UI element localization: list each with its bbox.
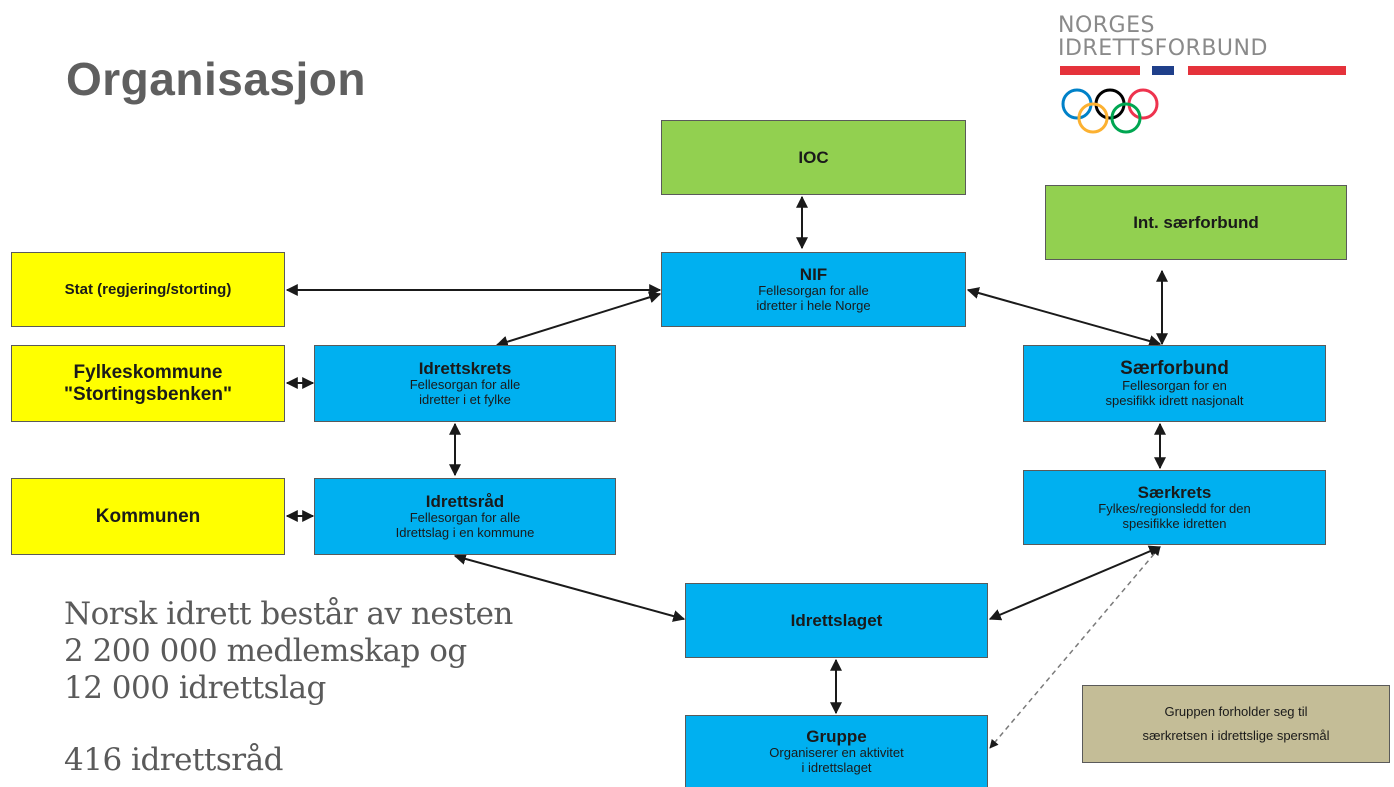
node-saerforbund-title: Særforbund bbox=[1120, 357, 1229, 379]
node-gruppe: Gruppe Organiserer en aktivitet i idrett… bbox=[685, 715, 988, 787]
node-nif-sub1: Fellesorgan for alle bbox=[758, 283, 869, 299]
node-stat-title: Stat (regjering/storting) bbox=[64, 280, 232, 298]
node-fylkeskommune-sub: "Stortingsbenken" bbox=[64, 383, 232, 405]
note-line-2: særkretsen i idrettslige spersmål bbox=[1142, 728, 1330, 743]
node-saerforbund-sub1: Fellesorgan for en bbox=[1122, 378, 1227, 394]
logo-line-2: IDRETTSFORBUND bbox=[1058, 36, 1268, 61]
stats-line-1: Norsk idrett består av nesten bbox=[64, 596, 513, 632]
stats-text: Norsk idrett består av nesten 2 200 000 … bbox=[64, 596, 513, 779]
node-fylkeskommune: Fylkeskommune "Stortingsbenken" bbox=[11, 345, 285, 422]
stats-line-4: 416 idrettsråd bbox=[64, 741, 283, 778]
link-idrettsraad-idrettslaget bbox=[453, 553, 686, 622]
node-idrettskrets-title: Idrettskrets bbox=[418, 358, 512, 378]
link-saerkrets-idrettslaget bbox=[988, 545, 1162, 621]
node-kommunen-title: Kommunen bbox=[95, 505, 201, 527]
node-saerkrets-sub2: spesifikke idretten bbox=[1122, 516, 1227, 532]
note-box: Gruppen forholder seg til særkretsen i i… bbox=[1082, 685, 1390, 763]
logo-line-1: NORGES bbox=[1058, 13, 1155, 38]
node-saerkrets-title: Særkrets bbox=[1137, 482, 1212, 502]
stats-line-3: 12 000 idrettslag bbox=[64, 670, 326, 707]
node-nif-title: NIF bbox=[799, 264, 828, 284]
node-kommunen: Kommunen bbox=[11, 478, 285, 555]
link-nif-saerforbund bbox=[966, 287, 1162, 347]
olympic-rings-icon bbox=[1061, 88, 1159, 134]
node-idrettslaget: Idrettslaget bbox=[685, 583, 988, 658]
node-saerforbund: Særforbund Fellesorgan for en spesifikk … bbox=[1023, 345, 1326, 422]
node-stat: Stat (regjering/storting) bbox=[11, 252, 285, 327]
node-int-saerforbund: Int. særforbund bbox=[1045, 185, 1347, 260]
node-saerkrets: Særkrets Fylkes/regionsledd for den spes… bbox=[1023, 470, 1326, 545]
node-ioc: IOC bbox=[661, 120, 966, 195]
node-gruppe-title: Gruppe bbox=[806, 726, 867, 746]
node-idrettsraad: Idrettsråd Fellesorgan for alle Idrettsl… bbox=[314, 478, 616, 555]
node-saerforbund-sub2: spesifikk idrett nasjonalt bbox=[1105, 393, 1244, 409]
node-ioc-title: IOC bbox=[798, 147, 829, 167]
flag-bars-icon bbox=[1060, 66, 1346, 75]
node-idrettskrets-sub1: Fellesorgan for alle bbox=[409, 377, 521, 393]
node-idrettsraad-title: Idrettsråd bbox=[425, 491, 505, 511]
node-nif: NIF Fellesorgan for alle idretter i hele… bbox=[661, 252, 966, 327]
link-nif-idrettskrets bbox=[495, 291, 662, 348]
node-nif-sub2: idretter i hele Norge bbox=[756, 298, 871, 314]
node-idrettslaget-title: Idrettslaget bbox=[790, 610, 883, 630]
node-idrettskrets: Idrettskrets Fellesorgan for alle idrett… bbox=[314, 345, 616, 422]
node-idrettsraad-sub1: Fellesorgan for alle bbox=[409, 510, 521, 526]
node-saerkrets-sub1: Fylkes/regionsledd for den bbox=[1098, 501, 1251, 517]
node-fylkeskommune-title: Fylkeskommune bbox=[73, 361, 223, 383]
nif-logo: NORGES IDRETTSFORBUND bbox=[1058, 14, 1348, 144]
page-title: Organisasjon bbox=[66, 53, 366, 105]
node-int-saerforbund-title: Int. særforbund bbox=[1133, 212, 1259, 232]
node-idrettskrets-sub2: idretter i et fylke bbox=[419, 392, 511, 408]
note-line-1: Gruppen forholder seg til bbox=[1164, 703, 1308, 719]
stats-line-2: 2 200 000 medlemskap og bbox=[64, 633, 467, 670]
link-saerkrets-gruppe bbox=[989, 546, 1161, 749]
node-gruppe-sub2: i idrettslaget bbox=[801, 760, 872, 776]
node-idrettsraad-sub2: Idrettslag i en kommune bbox=[395, 525, 535, 541]
node-gruppe-sub1: Organiserer en aktivitet bbox=[769, 745, 904, 761]
